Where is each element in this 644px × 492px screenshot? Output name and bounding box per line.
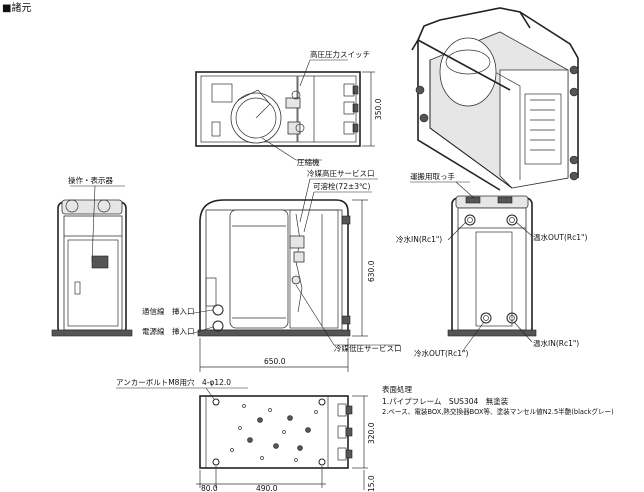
rear-view: 運搬用取っ手 冷水IN(Rc1") 温水OUT(Rc1") 冷水OUT(Rc1"…	[396, 171, 587, 358]
dim-top-depth: 350.0	[374, 98, 383, 120]
label-cold-water-in: 冷水IN(Rc1")	[396, 234, 442, 244]
label-anchor-bolt-holes: アンカーボルトM8用穴 4-φ12.0	[116, 377, 231, 387]
front-view: 操作・表示器	[51, 175, 133, 337]
dim-side-width: 650.0	[264, 357, 286, 366]
surface-treatment-line-1: 1.パイプフレーム SUS304 無塗装	[382, 396, 509, 406]
label-power-line-inlet: 電源線 挿入口	[142, 326, 195, 336]
label-cold-water-out: 冷水OUT(Rc1")	[414, 348, 468, 358]
dim-base-pitch: 490.0	[256, 484, 278, 492]
label-carry-handle: 運搬用取っ手	[410, 171, 455, 181]
isometric-view	[411, 7, 579, 191]
page-title: ■諸元	[2, 1, 31, 14]
compressor-circle-top	[230, 92, 282, 144]
surface-treatment-notes: 表面処理 1.パイプフレーム SUS304 無塗装 2.ベース、電装BOX,熱交…	[382, 384, 614, 416]
label-high-pressure-switch: 高圧圧力スイッチ	[310, 49, 370, 59]
label-hot-water-out: 温水OUT(Rc1")	[533, 232, 587, 242]
label-high-pressure-service-port: 冷媒高圧サービス口	[307, 168, 375, 178]
side-view: 通信線 挿入口 電源線 挿入口 冷媒高圧サービス口 可溶栓(72±3℃) 冷媒低…	[142, 168, 402, 372]
label-compressor: 圧縮機	[297, 157, 320, 167]
label-low-pressure-service-port: 冷媒低圧サービス口	[334, 343, 402, 353]
dim-base-offset: 80.0	[201, 484, 218, 492]
top-view: 高圧圧力スイッチ 圧縮機 350.0	[195, 49, 383, 167]
dim-base-edge: 15.0	[367, 475, 376, 492]
label-comm-line-inlet: 通信線 挿入口	[142, 306, 195, 316]
base-view: アンカーボルトM8用穴 4-φ12.0 320.0 15.0 80.0 490.…	[116, 377, 376, 492]
label-control-panel: 操作・表示器	[68, 175, 113, 185]
label-hot-water-in: 温水IN(Rc1")	[533, 338, 579, 348]
surface-treatment-line-2: 2.ベース、電装BOX,熱交換器BOX等、塗装マンセル値N2.5半艶(black…	[382, 407, 614, 416]
label-fusible-plug: 可溶栓(72±3℃)	[313, 181, 370, 191]
dim-side-height: 630.0	[367, 260, 376, 282]
dim-base-depth: 320.0	[367, 422, 376, 444]
surface-treatment-heading: 表面処理	[382, 384, 412, 394]
